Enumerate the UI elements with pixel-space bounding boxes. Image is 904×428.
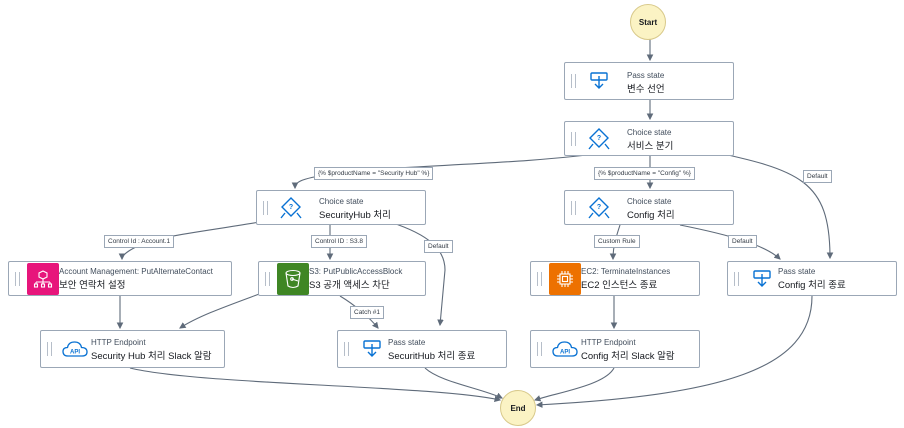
state-http-securityhub-slack[interactable]: API HTTP Endpoint Security Hub 처리 Slack …	[40, 330, 225, 368]
edge-http-cfg-end	[533, 367, 615, 402]
drag-handle[interactable]	[571, 131, 576, 146]
state-type: HTTP Endpoint	[581, 338, 636, 347]
svg-text:?: ?	[597, 204, 601, 211]
choice-state-icon: ?	[275, 192, 307, 224]
edge-pass-sh-end	[424, 367, 504, 399]
drag-handle[interactable]	[571, 74, 576, 88]
state-type: Account Management: PutAlternateContact	[59, 267, 213, 276]
state-name: Security Hub 처리 Slack 알람	[91, 351, 212, 362]
state-type: Pass state	[778, 267, 816, 276]
state-name: EC2 인스턴스 종료	[581, 280, 658, 291]
state-type: Pass state	[388, 338, 426, 347]
edge-label-control-account[interactable]: Control Id : Account.1	[104, 235, 175, 248]
drag-handle[interactable]	[15, 271, 20, 286]
api-cloud-icon: API	[59, 333, 91, 365]
drag-handle[interactable]	[537, 342, 542, 356]
pass-state-icon	[583, 65, 615, 97]
state-type: Pass state	[627, 71, 665, 80]
svg-text:?: ?	[597, 135, 601, 142]
organizations-icon	[27, 262, 59, 295]
state-s3-public-access[interactable]: S3: PutPublicAccessBlock S3 공개 액세스 차단	[258, 261, 426, 296]
edge-label-custom-rule[interactable]: Custom Rule	[594, 235, 640, 248]
edge-label-config-default[interactable]: Default	[728, 235, 757, 248]
svg-text:API: API	[560, 350, 570, 356]
state-type: S3: PutPublicAccessBlock	[309, 267, 403, 276]
edge-label-service-default[interactable]: Default	[803, 170, 832, 183]
s3-bucket-icon	[277, 262, 309, 295]
api-cloud-icon: API	[549, 333, 581, 365]
state-name: 서비스 분기	[627, 141, 674, 152]
drag-handle[interactable]	[734, 271, 739, 286]
edge-label-control-s3[interactable]: Control ID : S3.8	[311, 235, 368, 248]
state-choice-securityhub[interactable]: ? Choice state SecurityHub 처리	[256, 190, 426, 225]
state-name: SecurityHub 처리	[319, 210, 391, 221]
end-node[interactable]: End	[500, 390, 536, 426]
edge-http-sh-end	[129, 367, 502, 403]
state-pass-securityhub-end[interactable]: Pass state SecuritHub 처리 종료	[337, 330, 507, 368]
svg-text:?: ?	[289, 204, 293, 211]
drag-handle[interactable]	[344, 342, 349, 356]
state-pass-vars[interactable]: Pass state 변수 선언	[564, 62, 734, 100]
edge-label-securityhub-rule[interactable]: {% $productName = "Security Hub" %}	[314, 167, 434, 180]
drag-handle[interactable]	[537, 271, 542, 286]
state-account-management[interactable]: Account Management: PutAlternateContact …	[8, 261, 232, 296]
edge-label-catch[interactable]: Catch #1	[350, 306, 385, 319]
state-name: Config 처리 Slack 알람	[581, 351, 675, 362]
pass-state-icon	[746, 263, 778, 295]
choice-state-icon: ?	[583, 192, 615, 224]
state-choice-config[interactable]: ? Choice state Config 처리	[564, 190, 734, 225]
state-type: HTTP Endpoint	[91, 338, 146, 347]
state-choice-service[interactable]: ? Choice state 서비스 분기	[564, 121, 734, 156]
state-name: 보안 연락처 설정	[59, 280, 126, 291]
drag-handle[interactable]	[265, 271, 270, 286]
state-type: Choice state	[319, 197, 364, 206]
drag-handle[interactable]	[47, 342, 52, 356]
ec2-chip-icon	[549, 262, 581, 295]
drag-handle[interactable]	[571, 200, 576, 215]
drag-handle[interactable]	[263, 200, 268, 215]
state-pass-config-end[interactable]: Pass state Config 처리 종료	[727, 261, 897, 296]
state-name: SecuritHub 처리 종료	[388, 351, 476, 362]
state-name: S3 공개 액세스 차단	[309, 280, 390, 291]
edge-pass-cfg-end	[535, 295, 813, 408]
start-node[interactable]: Start	[630, 4, 666, 40]
svg-text:API: API	[70, 350, 80, 356]
choice-state-icon: ?	[583, 123, 615, 155]
pass-state-icon	[356, 333, 388, 365]
state-http-config-slack[interactable]: API HTTP Endpoint Config 처리 Slack 알람	[530, 330, 700, 368]
state-name: Config 처리	[627, 210, 675, 221]
state-name: 변수 선언	[627, 84, 665, 95]
state-name: Config 처리 종료	[778, 280, 846, 291]
edge-label-config-rule[interactable]: {% $productName = "Config" %}	[594, 167, 695, 180]
state-type: EC2: TerminateInstances	[581, 267, 671, 276]
state-type: Choice state	[627, 197, 672, 206]
state-type: Choice state	[627, 128, 672, 137]
edge-label-securityhub-default[interactable]: Default	[424, 240, 453, 253]
state-ec2-terminate[interactable]: EC2: TerminateInstances EC2 인스턴스 종료	[530, 261, 700, 296]
edge-svc-default	[704, 149, 834, 260]
